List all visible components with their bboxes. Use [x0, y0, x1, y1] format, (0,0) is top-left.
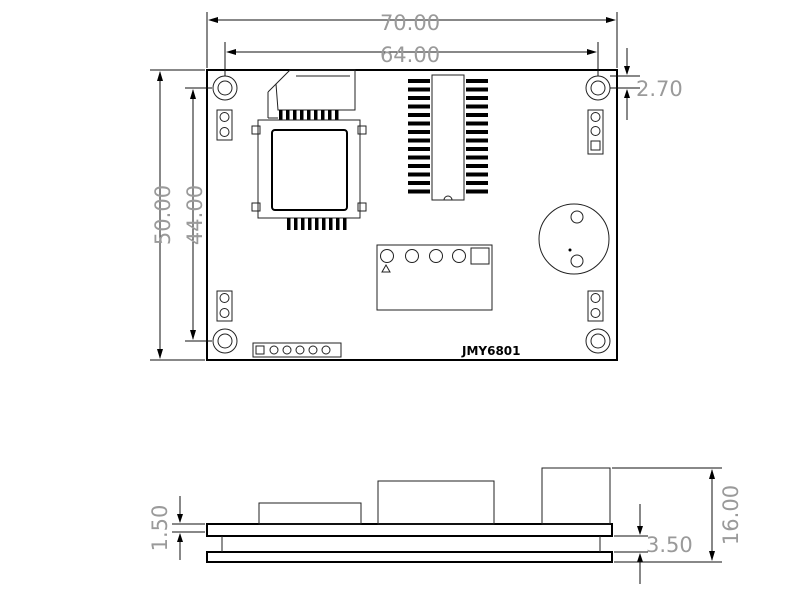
side-card-socket — [258, 502, 362, 525]
card-socket-pin — [328, 110, 332, 120]
card-socket-pin — [300, 110, 304, 120]
hole-spacing-height-value: 44.00 — [183, 185, 207, 245]
mounting-hole-top-right — [585, 75, 611, 101]
card-socket-pin — [301, 218, 305, 230]
card-socket-pin — [322, 218, 326, 230]
dip-ic-pin — [466, 79, 488, 83]
side-buzzer — [541, 467, 611, 525]
dip-ic-pin — [408, 87, 430, 92]
card-socket-pin — [294, 218, 298, 230]
connector-5pin — [376, 244, 493, 311]
header-3pin-top-right — [587, 109, 604, 155]
dim-hole-spacing-width: 64.00 — [224, 42, 599, 76]
side-top-offset-value: 1.50 — [148, 505, 172, 552]
card-socket-pin — [315, 218, 319, 230]
board-outline — [206, 69, 618, 361]
dip-ic-pin — [466, 155, 488, 160]
dim-hole-spacing-height: 44.00 — [183, 87, 212, 342]
model-label: JMY6801 — [461, 344, 521, 358]
dip-ic-pin — [466, 121, 488, 126]
dim-overall-thickness: 16.00 — [612, 467, 743, 563]
hole-spacing-width-value: 64.00 — [380, 43, 440, 67]
dim-board-gap: 3.50 — [614, 504, 693, 584]
card-socket-pin — [307, 110, 311, 120]
header-2pin-top-left — [216, 109, 233, 141]
side-main-board — [206, 523, 613, 537]
mounting-hole-bottom-right — [585, 328, 611, 354]
side-connector — [377, 480, 495, 525]
overall-width-value: 70.00 — [380, 11, 440, 35]
dip-ic-pin — [408, 130, 430, 134]
dip-ic-pin — [408, 121, 430, 126]
dip-ic-pin — [466, 113, 488, 117]
dip-ic-pin — [408, 96, 430, 100]
dip-ic-pin — [408, 138, 430, 143]
dip-ic-pin — [466, 138, 488, 143]
dip-ic-pin — [466, 147, 488, 151]
dim-overall-width: 70.00 — [206, 11, 618, 68]
card-socket-pin — [286, 110, 290, 120]
dip-ic-pin — [466, 172, 488, 177]
mounting-hole-bottom-left — [212, 328, 238, 354]
card-socket-pin — [329, 218, 333, 230]
dip-ic-pin — [466, 181, 488, 185]
card-socket-pin — [336, 218, 340, 230]
header-2pin-bottom-left — [216, 290, 233, 322]
side-lower-board — [206, 551, 613, 563]
dip-ic-pin — [408, 172, 430, 177]
dip-ic-pin — [408, 79, 430, 83]
dip-ic-pin — [466, 164, 488, 168]
dip-ic-pin — [408, 113, 430, 117]
dip-ic — [408, 74, 488, 201]
dip-ic-pin — [466, 189, 488, 194]
card-socket-pin — [343, 218, 347, 230]
card-socket-pin — [335, 110, 339, 120]
dip-ic-pin — [408, 181, 430, 185]
card-socket-pin — [314, 110, 318, 120]
header-2pin-bottom-right — [587, 290, 604, 322]
card-socket-pin — [321, 110, 325, 120]
side-view — [206, 467, 613, 563]
dip-ic-pin — [408, 189, 430, 194]
hole-edge-offset-value: 2.70 — [636, 77, 683, 101]
dip-ic-pin — [408, 147, 430, 151]
card-socket-pin — [293, 110, 297, 120]
card-socket-pin — [279, 110, 283, 120]
top-view: JMY6801 — [206, 69, 618, 361]
mounting-hole-top-left — [212, 75, 238, 101]
card-socket-pin — [287, 218, 291, 230]
dip-ic-pin — [408, 164, 430, 168]
dim-overall-height: 50.00 — [150, 69, 205, 361]
dim-hole-edge-offset: 2.70 — [610, 48, 683, 120]
dip-ic-pin — [466, 104, 488, 109]
overall-thickness-value: 16.00 — [719, 485, 743, 545]
dip-ic-pin — [408, 104, 430, 109]
dip-ic-pin — [408, 155, 430, 160]
board-gap-value: 3.50 — [646, 533, 693, 557]
dim-side-top-offset: 1.50 — [148, 496, 205, 560]
dip-ic-pin — [466, 87, 488, 92]
buzzer — [538, 203, 610, 275]
card-socket — [251, 69, 367, 230]
overall-height-value: 50.00 — [151, 185, 175, 245]
card-socket-pin — [308, 218, 312, 230]
dip-ic-pin — [466, 130, 488, 134]
dip-ic-pin — [466, 96, 488, 100]
header-6pin-bottom — [252, 342, 342, 358]
